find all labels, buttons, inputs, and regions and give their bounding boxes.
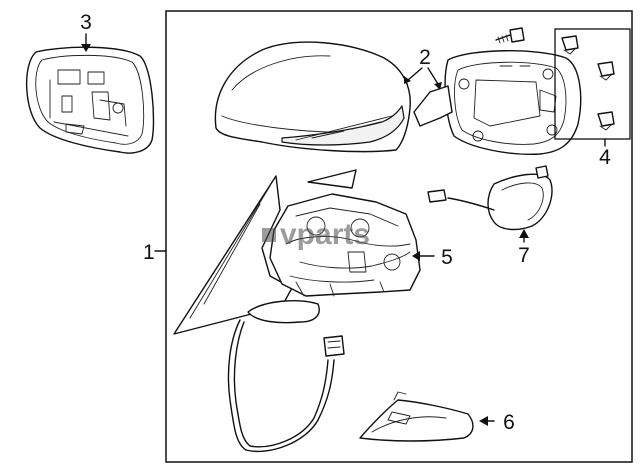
leader-2a-arrow	[404, 76, 411, 84]
leader-2a	[407, 67, 423, 81]
leader-3-arrow	[81, 44, 91, 52]
trim-piece[interactable]	[307, 169, 357, 189]
part-2-housing[interactable]	[444, 50, 582, 156]
assembly-frame	[165, 10, 633, 463]
callout-3: 3	[80, 11, 92, 34]
part-6-lower-cover[interactable]	[359, 391, 474, 442]
part-4-clip-box	[554, 28, 631, 140]
part-2-mirror-cover[interactable]	[214, 41, 411, 153]
callout-5: 5	[441, 246, 453, 269]
part-1-wire-harness[interactable]	[227, 319, 345, 452]
callout-2: 2	[419, 46, 431, 69]
watermark-text: vparts	[280, 218, 370, 251]
watermark: vparts	[262, 218, 370, 251]
leader-2b	[427, 67, 439, 85]
screw[interactable]	[495, 27, 525, 44]
part-7-turn-signal-lamp[interactable]	[427, 165, 553, 231]
callout-6: 6	[503, 411, 515, 434]
callout-1: 1	[143, 241, 155, 264]
leader-6-arrow	[479, 416, 488, 426]
part-3-mirror-glass[interactable]	[26, 46, 155, 154]
part-5-actuator[interactable]	[269, 193, 421, 297]
housing-bracket[interactable]	[413, 85, 453, 127]
leader-5-arrow	[412, 251, 420, 261]
callout-7: 7	[518, 244, 530, 267]
leader-7-arrow	[519, 229, 529, 238]
part-4-clips[interactable]	[561, 35, 615, 131]
callout-4: 4	[599, 146, 611, 169]
